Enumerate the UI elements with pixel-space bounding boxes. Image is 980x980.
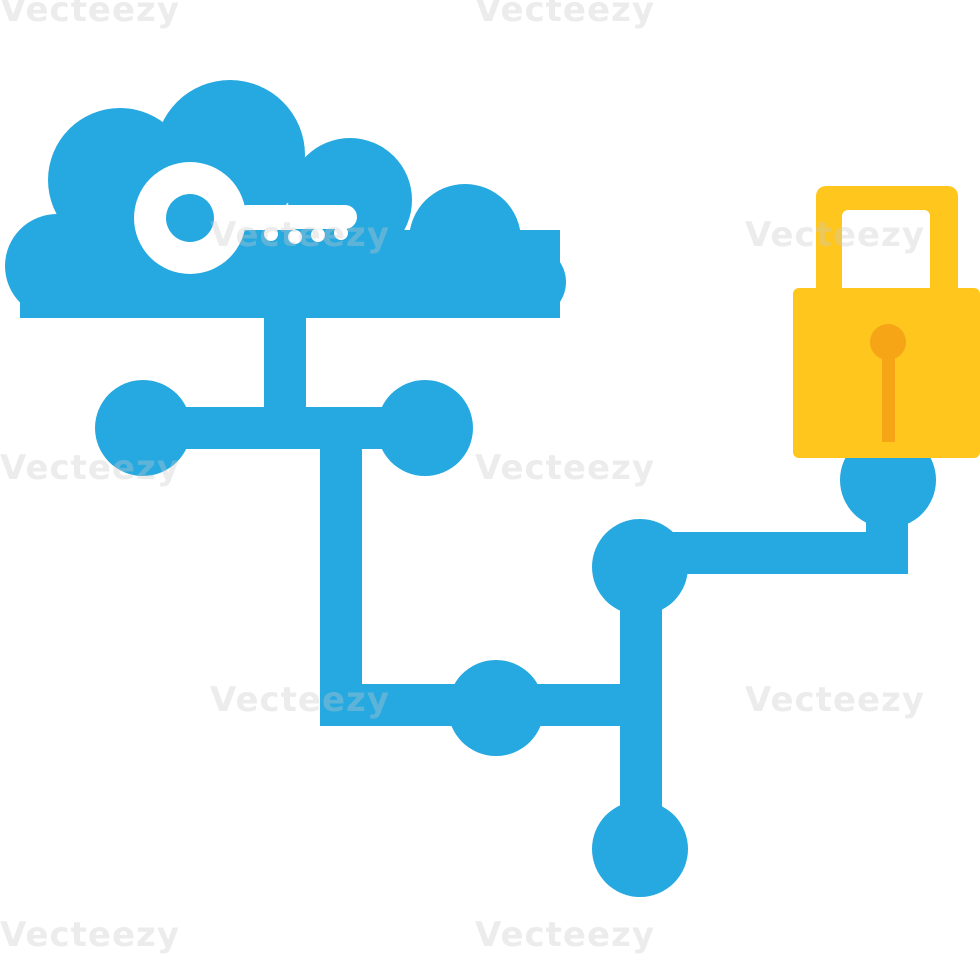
key-bow-hole xyxy=(166,194,214,242)
network-node-icon xyxy=(592,519,688,615)
left-vertical-line xyxy=(320,428,362,724)
padlock-icon xyxy=(793,186,980,458)
key-shaft xyxy=(235,205,357,229)
network-nodes xyxy=(95,380,936,897)
keyhole-icon xyxy=(870,324,906,360)
lock-shackle xyxy=(816,186,958,290)
network-node-icon xyxy=(95,380,191,476)
network-node-icon xyxy=(448,660,544,756)
cloud-stem-line xyxy=(264,310,306,420)
keyhole-slot xyxy=(882,345,895,442)
cloud-icon xyxy=(5,80,566,318)
circuit-lines xyxy=(140,310,908,850)
network-node-icon xyxy=(377,380,473,476)
key-icon xyxy=(134,162,357,274)
network-node-icon xyxy=(592,801,688,897)
